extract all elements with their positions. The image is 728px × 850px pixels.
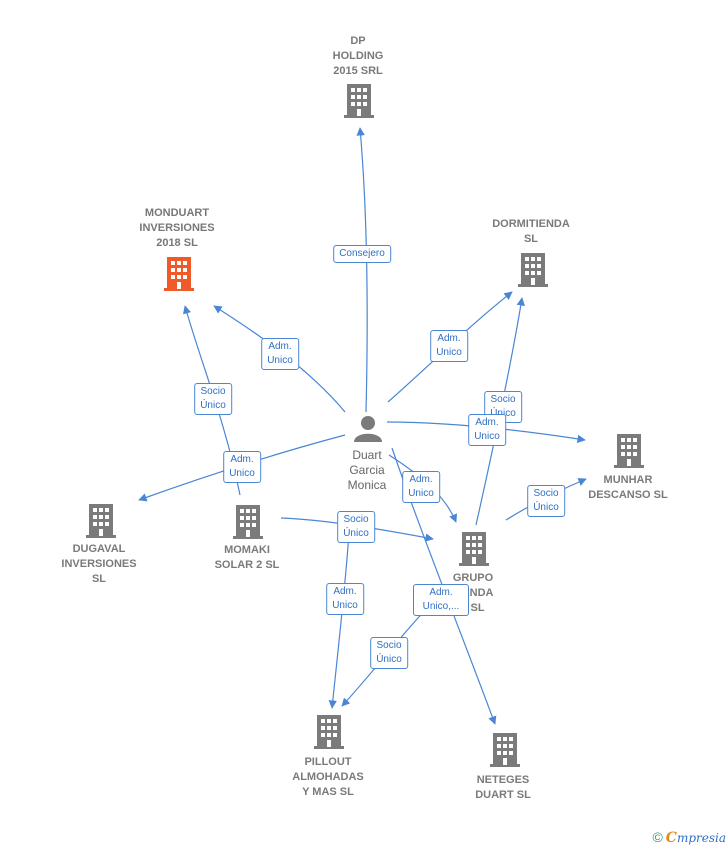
node-label-pillout[interactable]: PILLOUT ALMOHADAS Y MAS SL [292, 756, 364, 798]
edge-label-socio-monduart[interactable]: Socio Único [194, 383, 232, 415]
edge-label-consejero[interactable]: Consejero [333, 245, 391, 263]
edge-consejero [356, 127, 368, 413]
building-icon[interactable] [86, 504, 116, 538]
edge-label-adm-grupo[interactable]: Adm. Unico [402, 471, 440, 503]
edge-label-socio-munhar[interactable]: Socio Único [527, 485, 565, 517]
edge-label-adm-neteges[interactable]: Adm. Unico,... [413, 584, 469, 616]
edge-label-adm-munhar[interactable]: Adm. Unico [468, 414, 506, 446]
edge-label-adm-monduart[interactable]: Adm. Unico [261, 338, 299, 370]
building-icon[interactable] [459, 532, 489, 566]
node-label-momaki[interactable]: MOMAKI SOLAR 2 SL [214, 544, 280, 571]
empresia-watermark: ©Cmpresia [652, 829, 726, 846]
node-label-dugaval[interactable]: DUGAVAL INVERSIONES SL [61, 543, 137, 585]
building-icon[interactable] [314, 715, 344, 749]
building-icon[interactable] [490, 733, 520, 767]
node-label-dormitienda[interactable]: DORMITIENDA SL [492, 218, 570, 245]
node-label-dp-holding[interactable]: DP HOLDING 2015 SRL [332, 35, 384, 77]
edge-label-socio-momaki-grupo[interactable]: Socio Único [337, 511, 375, 543]
node-label-munhar[interactable]: MUNHAR DESCANSO SL [588, 474, 668, 501]
edge-label-adm-dugaval[interactable]: Adm. Unico [223, 451, 261, 483]
node-label-person[interactable]: Duart Garcia Monica [347, 448, 387, 492]
building-icon[interactable] [233, 505, 263, 539]
building-icon[interactable] [164, 257, 194, 291]
copyright-icon: © [652, 829, 663, 845]
edge-label-socio-pillout[interactable]: Socio Único [370, 637, 408, 669]
node-label-neteges[interactable]: NETEGES DUART SL [475, 774, 531, 801]
edge-label-adm-pillout[interactable]: Adm. Unico [326, 583, 364, 615]
empresia-logo: Cmpresia [665, 830, 726, 846]
person-icon[interactable] [354, 416, 382, 442]
building-icon[interactable] [518, 253, 548, 287]
edge-adm-pillout [328, 532, 350, 709]
building-icon[interactable] [614, 434, 644, 468]
node-label-monduart[interactable]: MONDUART INVERSIONES 2018 SL [139, 207, 215, 249]
edge-label-adm-dormitienda[interactable]: Adm. Unico [430, 330, 468, 362]
building-icon[interactable] [344, 84, 374, 118]
